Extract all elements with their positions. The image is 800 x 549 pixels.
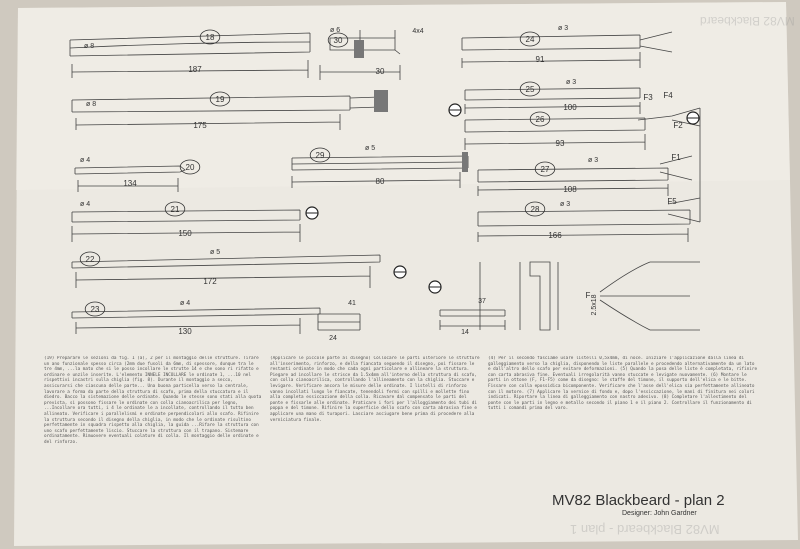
part-length: 30 <box>376 67 385 76</box>
part-length: 166 <box>548 231 562 240</box>
part-length: 91 <box>536 55 545 64</box>
part-number: 21 <box>171 205 180 214</box>
part-number-circle <box>179 159 201 175</box>
dimension-F5: F5 <box>667 197 677 206</box>
section-marker-bars <box>306 109 699 288</box>
part-diameter: ø 5 <box>365 145 375 152</box>
instructions-left: (19) Preparare le sezioni da fig. 1 (a),… <box>44 356 262 445</box>
part-number: 18 <box>206 33 215 42</box>
designer-credit: Designer: John Gardner <box>622 510 697 517</box>
part-diameter: ø 5 <box>210 249 220 256</box>
dimension-F4: F4 <box>663 91 673 100</box>
part-number-circle <box>519 81 541 97</box>
part-number: 29 <box>316 151 325 160</box>
part-diameter: ø 3 <box>560 201 570 208</box>
part-diameter: ø 3 <box>558 25 568 32</box>
dimension-F3: F3 <box>643 93 653 102</box>
part-length: 172 <box>203 277 217 286</box>
dimension-d26: 2.5x18 <box>591 294 598 315</box>
instructions-middle: (Applicare le piccole parte al disegno) … <box>270 356 480 423</box>
part-length: 150 <box>178 229 192 238</box>
dimension-F: F <box>586 291 591 300</box>
part-diameter: ø 4 <box>80 157 90 164</box>
hatching <box>354 40 468 172</box>
dimension-d14: 14 <box>461 329 469 336</box>
part-number-circle <box>327 32 349 48</box>
part-number-circle <box>79 251 101 267</box>
part-number-circle <box>534 161 556 177</box>
dimension-d37: 37 <box>478 298 486 305</box>
dimension-F2: F2 <box>673 121 683 130</box>
part-number-circle <box>84 301 106 317</box>
part-number-circle <box>164 201 186 217</box>
part-length: 80 <box>376 177 385 186</box>
part-diameter: ø 4 <box>80 201 90 208</box>
part-number-circle <box>199 29 221 45</box>
part-diameter: ø 8 <box>84 43 94 50</box>
plan-title: MV82 Blackbeard - plan 2 <box>552 492 725 509</box>
part-length: 175 <box>193 121 207 130</box>
instructions-right: (4) Per il secondo fasciame usare listel… <box>488 356 758 412</box>
part-number: 28 <box>531 205 540 214</box>
part-length: 187 <box>188 65 202 74</box>
part-number: 23 <box>91 305 100 314</box>
ghost-title-bottom: MV82 Blackbeard - plan 1 <box>570 522 720 537</box>
dimension-d41: 41 <box>348 300 356 307</box>
part-number: 24 <box>526 35 535 44</box>
part-number-circle <box>529 111 551 127</box>
part-number: 20 <box>186 163 195 172</box>
part-length: 93 <box>556 139 565 148</box>
part-number: 22 <box>86 255 95 264</box>
part-diameter: ø 6 <box>330 27 340 34</box>
part-length: 130 <box>178 327 192 336</box>
part-length: 134 <box>123 179 137 188</box>
part-diameter: ø 3 <box>588 157 598 164</box>
part-length: 108 <box>563 185 577 194</box>
part-number: 19 <box>216 95 225 104</box>
part-number-circle <box>524 201 546 217</box>
part-number: 26 <box>536 115 545 124</box>
part-number-circle <box>309 147 331 163</box>
drawing-lines <box>69 30 701 334</box>
part-diameter: ø 8 <box>86 101 96 108</box>
dimension-F1: F1 <box>671 153 681 162</box>
part-diameter: ø 4 <box>180 300 190 307</box>
part-number: 25 <box>526 85 535 94</box>
part-diameter: ø 3 <box>566 79 576 86</box>
part-number: 30 <box>334 36 343 45</box>
dimension-d24: 24 <box>329 335 337 342</box>
part-number-circle <box>209 91 231 107</box>
dimension-d4x4: 4x4 <box>412 28 423 35</box>
ghost-title-top: MV82 Blackbeard <box>700 14 795 28</box>
paper-light <box>16 2 790 190</box>
part-number: 27 <box>541 165 550 174</box>
part-number-circle <box>519 31 541 47</box>
part-length: 100 <box>563 103 577 112</box>
